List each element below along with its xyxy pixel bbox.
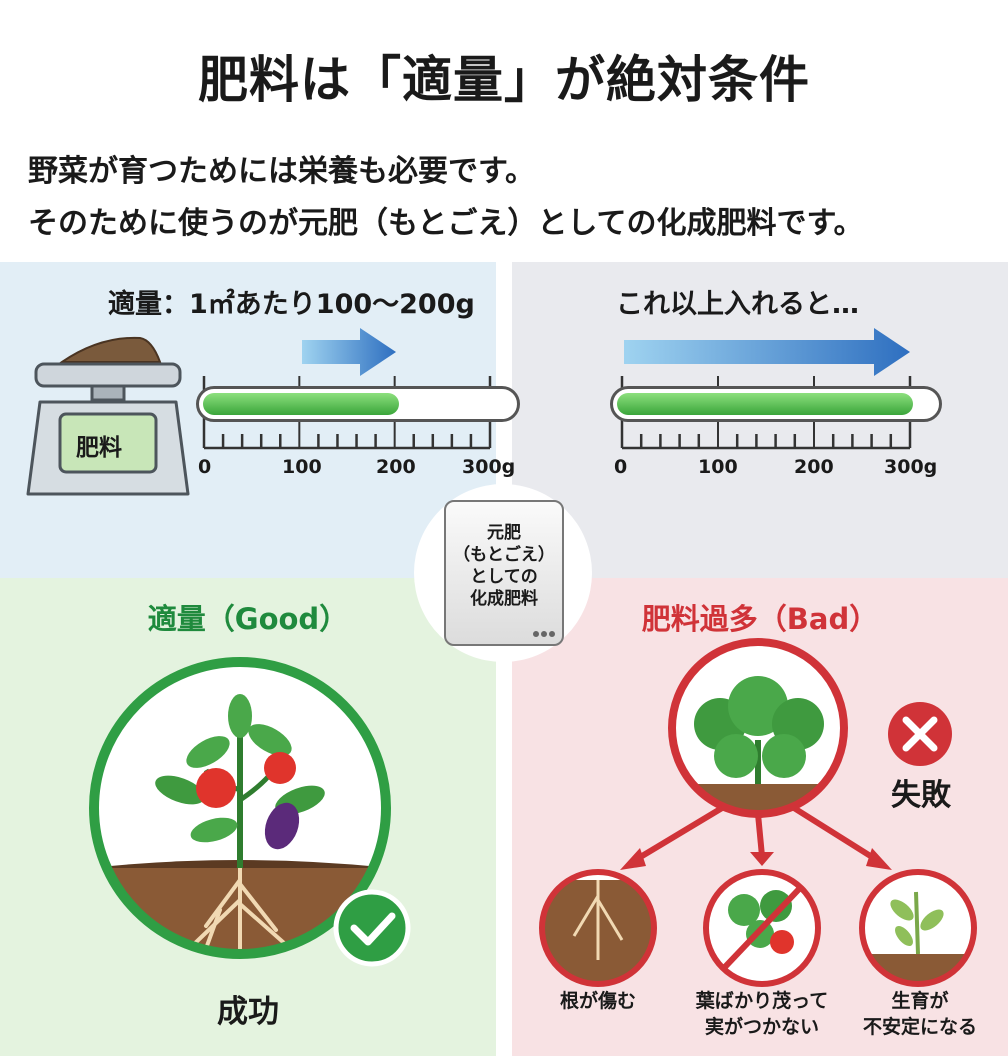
excess-gauge — [610, 386, 942, 422]
check-icon — [333, 889, 411, 967]
failure-label: 失敗 — [891, 778, 951, 813]
cross-icon — [888, 702, 952, 766]
effect-unstable-growth: 生育が 不安定になる — [862, 990, 977, 1038]
overgrown-plant-icon — [668, 638, 848, 818]
proper-tick-200: 200 — [376, 456, 416, 478]
excess-tick-100: 100 — [698, 456, 738, 478]
no-fruit-icon — [703, 869, 821, 987]
effect-arrows — [630, 805, 882, 865]
excess-tick-200: 200 — [794, 456, 834, 478]
success-label: 成功 — [217, 994, 279, 1030]
bad-title: 肥料過多（Bad） — [641, 602, 879, 636]
arrow-right-icon — [302, 328, 910, 376]
wilted-plant-icon — [859, 869, 977, 987]
excess-tick-300: 300g — [884, 456, 938, 478]
damaged-root-icon — [539, 869, 657, 987]
excess-label: これ以上入れると… — [616, 289, 859, 320]
proper-tick-100: 100 — [282, 456, 322, 478]
effect-no-fruit: 葉ばかり茂って 実がつかない — [695, 990, 829, 1038]
intro-line-2: そのために使うのが元肥（もとごえ）としての化成肥料です。 — [28, 206, 864, 241]
effect-roots-damaged: 根が傷む — [559, 990, 636, 1012]
scale-icon — [26, 336, 190, 496]
proper-gauge — [196, 386, 520, 422]
good-title: 適量（Good） — [147, 602, 349, 636]
proper-tick-0: 0 — [198, 456, 212, 478]
page-title: 肥料は「適量」が絶対条件 — [198, 51, 810, 109]
proper-amount-label: 適量：1㎡あたり100〜200g — [108, 289, 475, 320]
proper-gauge-fill — [203, 393, 399, 415]
excess-gauge-fill — [617, 393, 913, 415]
proper-tick-300: 300g — [462, 456, 516, 478]
bag-label: 元肥 （もとごえ） としての 化成肥料 — [453, 523, 555, 609]
excess-tick-0: 0 — [614, 456, 628, 478]
healthy-plant-icon — [89, 657, 391, 959]
scale-label: 肥料 — [76, 435, 122, 461]
intro-line-1: 野菜が育つためには栄養も必要です。 — [28, 154, 535, 189]
fertilizer-bag-icon — [444, 500, 564, 646]
